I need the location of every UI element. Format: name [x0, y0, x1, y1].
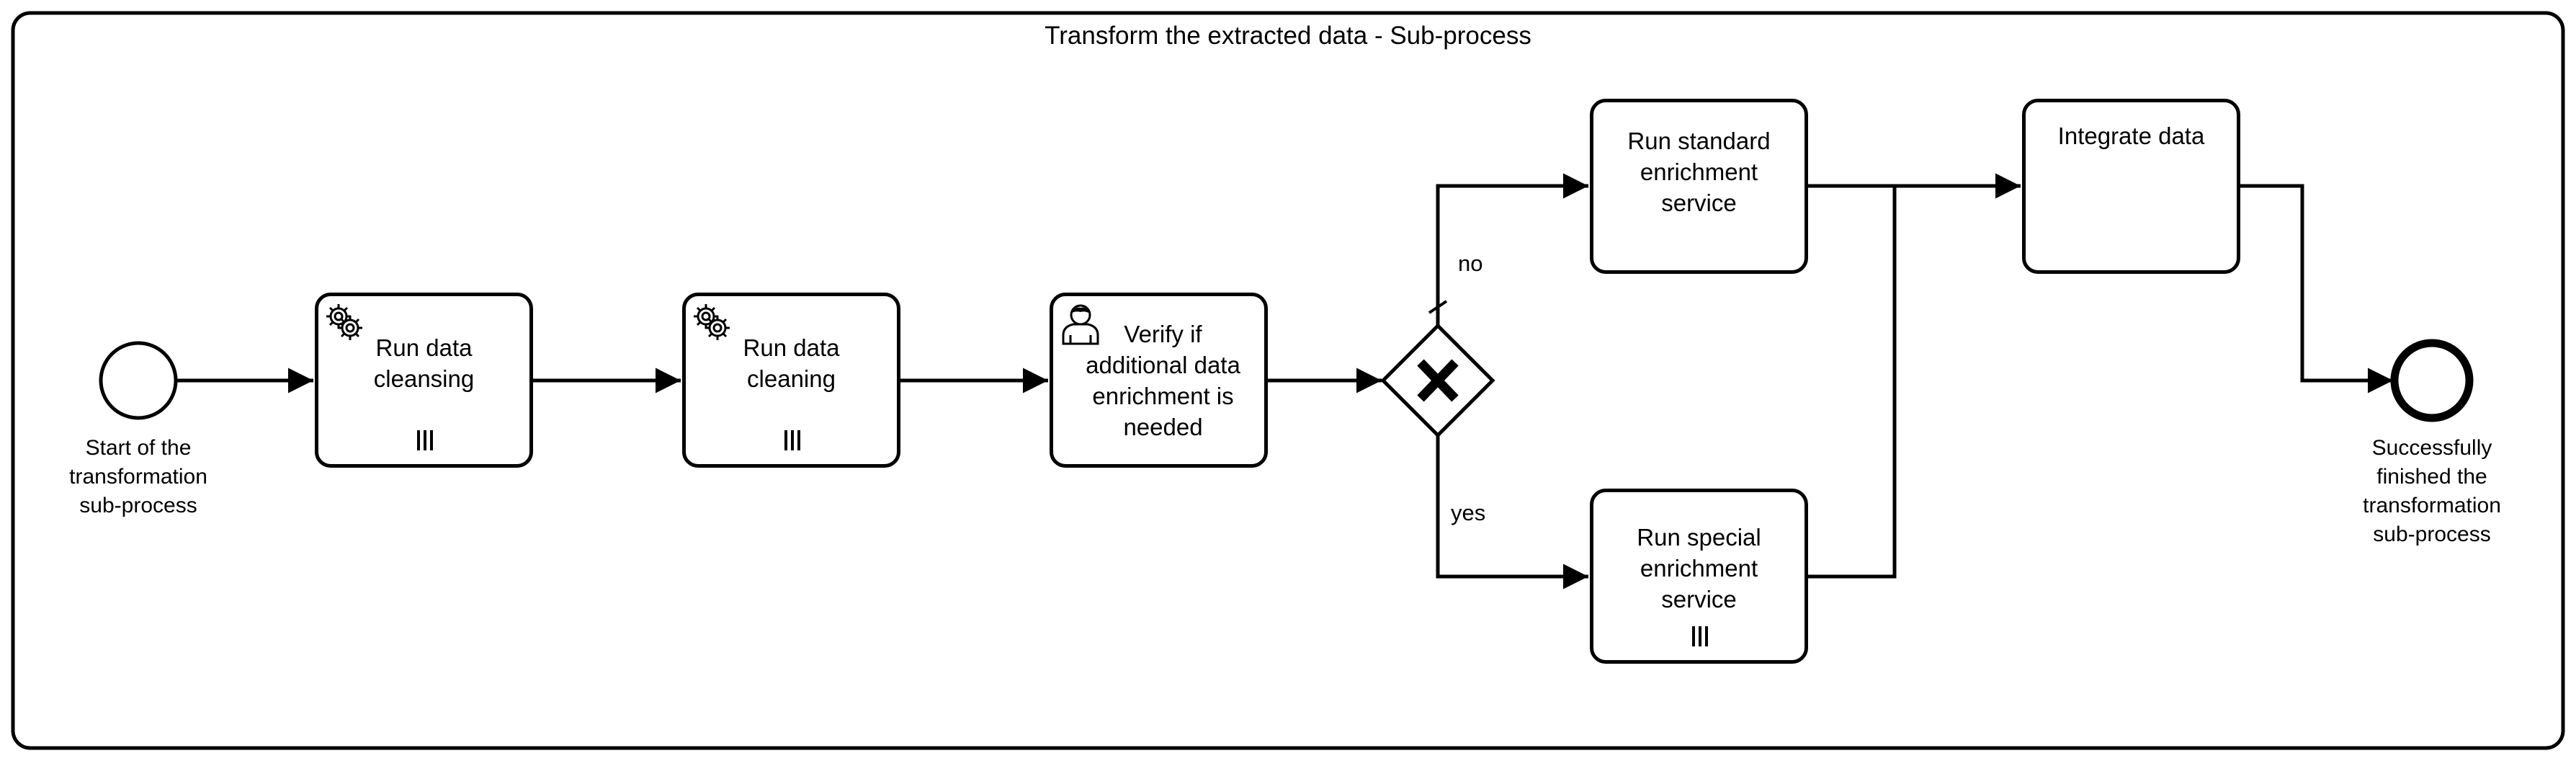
- task-special-label-line-2: enrichment: [1640, 555, 1758, 582]
- task-run-data-cleansing[interactable]: Run data cleansing: [315, 293, 533, 468]
- flow-integrate-to-end[interactable]: [2240, 184, 2393, 393]
- task-special-label-line-1: Run special: [1637, 524, 1761, 551]
- task-verify-enrichment[interactable]: Verify if additional data enrichment is …: [1050, 293, 1268, 468]
- flow-label-no: no: [1458, 251, 1483, 276]
- task-run-data-cleaning[interactable]: Run data cleaning: [682, 293, 900, 468]
- flow-label-yes: yes: [1451, 500, 1486, 525]
- start-event-label: Start of the transformation sub-process: [45, 434, 232, 520]
- subprocess-frame: [11, 11, 2565, 750]
- task-verify-label-line-1: Verify if: [1124, 320, 1202, 347]
- end-label-line-3: transformation: [2363, 494, 2501, 517]
- task-special-label-line-3: service: [1661, 586, 1737, 613]
- end-label-line-2: finished the: [2376, 465, 2487, 489]
- flow-special-to-integrate[interactable]: [1808, 186, 1897, 579]
- service-task-gear-icon: [694, 304, 730, 340]
- task-cleaning-label-line-1: Run data: [743, 334, 840, 361]
- task-cleaning-label-line-2: cleaning: [747, 365, 836, 392]
- service-task-gear-icon: [326, 304, 362, 340]
- multi-instance-marker-icon: [784, 430, 801, 450]
- flow-gateway-yes[interactable]: [1436, 435, 1588, 589]
- task-integrate-label: Integrate data: [2057, 123, 2205, 149]
- task-cleansing-label-line-2: cleansing: [373, 365, 475, 392]
- end-label-line-4: sub-process: [2373, 522, 2491, 546]
- task-run-standard-enrichment[interactable]: Run standard enrichment service: [1590, 99, 1808, 274]
- flow-gateway-no[interactable]: [1436, 173, 1588, 326]
- end-event-label: Successfully finished the transformation…: [2338, 434, 2526, 549]
- user-task-icon: [1062, 304, 1099, 345]
- task-cleansing-label-line-1: Run data: [375, 334, 473, 361]
- start-event[interactable]: [99, 341, 178, 420]
- task-run-special-enrichment[interactable]: Run special enrichment service: [1590, 489, 1808, 664]
- task-verify-label-line-4: needed: [1123, 413, 1203, 440]
- end-label-line-1: Successfully: [2371, 436, 2492, 460]
- multi-instance-marker-icon: [1691, 626, 1709, 646]
- subprocess-title: Transform the extracted data - Sub-proce…: [1045, 22, 1531, 50]
- task-standard-label-line-2: enrichment: [1640, 159, 1758, 185]
- multi-instance-marker-icon: [416, 430, 434, 450]
- exclusive-gateway[interactable]: [1380, 323, 1495, 438]
- start-label-line-2: transformation: [69, 465, 207, 489]
- task-verify-label-line-2: additional data: [1086, 351, 1240, 378]
- task-standard-label-line-3: service: [1661, 190, 1737, 216]
- task-integrate-data[interactable]: Integrate data: [2022, 99, 2240, 274]
- task-verify-label-line-3: enrichment is: [1092, 382, 1234, 409]
- start-label-line-1: Start of the: [85, 436, 192, 460]
- end-event[interactable]: [2390, 339, 2474, 422]
- start-label-line-3: sub-process: [79, 494, 197, 517]
- task-standard-label-line-1: Run standard: [1627, 128, 1771, 154]
- default-flow-slash: [1428, 300, 1448, 314]
